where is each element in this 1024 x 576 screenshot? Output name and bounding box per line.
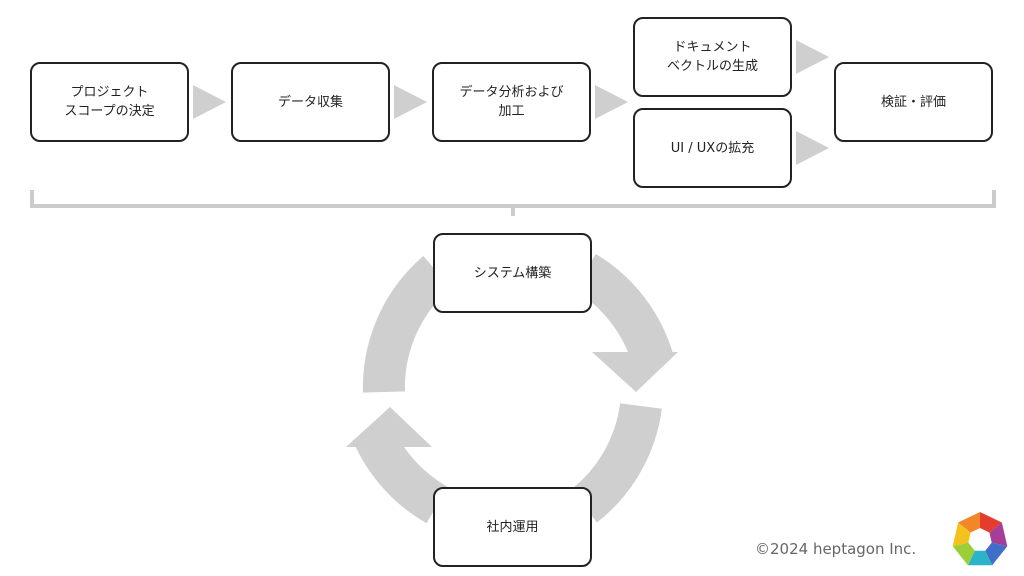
cycle-label: システム構築: [473, 265, 552, 281]
logo-segment: [952, 542, 975, 566]
step-label: 検証・評価: [880, 94, 946, 110]
flow-arrow-icon: [595, 85, 628, 119]
logo-segment: [985, 542, 1008, 566]
flow-arrow-icon: [394, 85, 427, 119]
logo-segment: [952, 522, 971, 547]
cycle-internal-operation: 社内運用: [433, 487, 592, 567]
cycle-arrowhead-right: [592, 352, 678, 392]
cycle-arc-right: [573, 253, 674, 367]
step-label: UI / UXの拡充: [670, 140, 755, 156]
step-label: プロジェクト スコープの決定: [64, 85, 155, 119]
logo-segment: [989, 522, 1008, 547]
step-label: ドキュメント ベクトルの生成: [666, 40, 758, 74]
step-verification: 検証・評価: [834, 62, 993, 142]
flow-arrow-icon: [193, 85, 226, 119]
grouping-bracket: [30, 190, 996, 216]
step-vector-generation: ドキュメント ベクトルの生成: [633, 17, 792, 97]
step-label: データ分析および 加工: [459, 85, 564, 119]
cycle-system-build: システム構築: [433, 233, 592, 313]
cycle-arc-left-upper: [362, 256, 452, 393]
step-data-analysis: データ分析および 加工: [432, 62, 591, 142]
flow-arrow-icon: [796, 40, 829, 74]
cycle-arrowhead-left: [346, 407, 432, 447]
flow-arrow-icon: [796, 131, 829, 165]
logo-segment: [980, 512, 1002, 533]
step-data-collection: データ収集: [231, 62, 390, 142]
heptagon-logo-icon: [952, 512, 1008, 566]
cycle-arc-right-lower: [570, 402, 662, 523]
logo-segment: [967, 550, 993, 566]
copyright-text: ©2024 heptagon Inc.: [755, 540, 917, 558]
step-project-scope: プロジェクト スコープの決定: [30, 62, 189, 142]
logo-segment: [958, 512, 980, 533]
step-ui-ux: UI / UXの拡充: [633, 108, 792, 188]
step-label: データ収集: [277, 94, 343, 110]
cycle-label: 社内運用: [486, 519, 539, 535]
